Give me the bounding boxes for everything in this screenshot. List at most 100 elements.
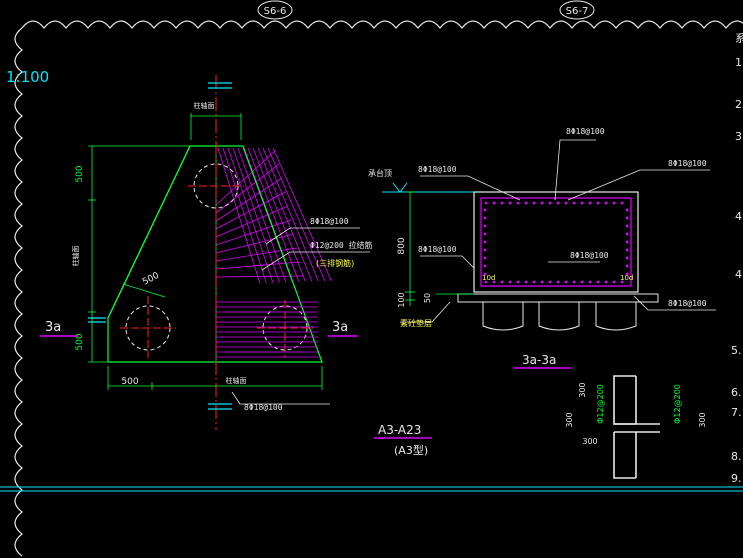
pile-cap-outline [473, 191, 639, 293]
rebar-dot [516, 280, 520, 284]
rebar-dot [620, 280, 624, 284]
rebar-dot [548, 280, 552, 284]
note-6: 6. [731, 386, 742, 399]
section-bar-left-upper: 8Φ18@100 [418, 165, 457, 174]
piles [482, 302, 637, 331]
rebar-dot [580, 201, 584, 205]
section-bar-bottom-right: 8Φ18@100 [668, 299, 707, 308]
rebar-dot [588, 201, 592, 205]
rebar-dot [492, 280, 496, 284]
section-mark-left: 3a [45, 320, 61, 335]
grid-label-right: S6-7 [566, 6, 589, 17]
note-4b: 4 [735, 268, 742, 281]
rebar-dot [625, 264, 629, 268]
pile-label: 素砼垫层 [400, 318, 432, 328]
note-1: 1. [735, 56, 743, 69]
section-dim-lines [405, 191, 474, 306]
rebar-dot [484, 201, 488, 205]
stirrup-dim-right: 300 [698, 412, 707, 427]
rebar-dot [524, 201, 528, 205]
section-title: 3a-3a [522, 353, 556, 367]
hatch-line [272, 147, 332, 282]
rebar-dot [625, 208, 629, 212]
rebar-dot [516, 201, 520, 205]
rebar-dot [596, 280, 600, 284]
section-leaders [400, 139, 716, 323]
rebar-dot [564, 280, 568, 284]
rebar-dot [612, 201, 616, 205]
rebar-dot [556, 201, 560, 205]
rebar-dot [483, 216, 487, 220]
rebar-dot [532, 201, 536, 205]
rebar-dot [564, 201, 568, 205]
hatch-line [227, 147, 274, 283]
section-bar-inner-bottom: 8Φ18@100 [570, 251, 609, 260]
hatch-line [222, 147, 267, 284]
scale-label: 1:100 [6, 68, 49, 86]
rebar-dot [625, 272, 629, 276]
rebar-dot [483, 264, 487, 268]
dim-bottom-500: 500 [75, 333, 85, 350]
stirrup-dim-top: 300 [578, 382, 587, 397]
stirrup-bar-right: Φ12@200 [673, 384, 682, 424]
rebar-dot [625, 216, 629, 220]
rebar-dot [596, 201, 600, 205]
bar-mid-label: Φ12@200 拉结筋 [310, 240, 373, 250]
hatch-cross-line [215, 219, 292, 246]
hatch-cross-line [215, 149, 277, 206]
grid-label-left: S6-6 [264, 6, 287, 17]
hatch-line [247, 147, 300, 282]
title-sub: (A3型) [394, 443, 428, 457]
rebar-dot [508, 280, 512, 284]
hatch-line [257, 147, 313, 282]
rebar-dot [483, 208, 487, 212]
note-7: 7. [731, 406, 742, 419]
rebar-dot [580, 280, 584, 284]
rebar-hatching [215, 147, 332, 284]
leader-lines [231, 227, 370, 405]
hatch-cross-line [215, 205, 289, 238]
section-bar-left-lower: 8Φ18@100 [418, 245, 457, 254]
note-5: 5. [731, 344, 742, 357]
rebar-dot [548, 201, 552, 205]
stirrup-shape [613, 375, 660, 479]
note-0: 系 [735, 32, 743, 45]
section-mark-right: 3a [332, 320, 348, 335]
rebar-dot [588, 280, 592, 284]
hatch-cross-line [215, 233, 295, 254]
pier-plan-view: 500 500 500 500 柱轴面 柱轴面 柱轴面 8Φ18@100 Φ12… [40, 75, 373, 430]
note-4: 4. [735, 210, 743, 223]
stirrup-dim-bottom: 300 [582, 437, 597, 446]
hatch-cross-line [215, 247, 298, 262]
rebar-dot [483, 248, 487, 252]
grid-bubble-right: S6-7 [559, 0, 595, 20]
rebar-dot [604, 201, 608, 205]
rebar-dot [620, 201, 624, 205]
rebar-dot [524, 280, 528, 284]
bar-mid-note: (三排钢筋) [316, 258, 354, 268]
rebar-dot [604, 280, 608, 284]
rebar-dot [483, 232, 487, 236]
hatch-line [262, 147, 319, 282]
right-notes: 系 1. 2. 3. 4. 4 5. 6. 7. 8. 9. [731, 32, 743, 485]
section-bar-top-right: 8Φ18@100 [668, 159, 707, 168]
label-side-face: 柱轴面 [71, 246, 80, 267]
bar-bottom-label: 8Φ18@100 [244, 403, 283, 412]
note-3: 3. [735, 130, 743, 143]
rebar-dot [625, 240, 629, 244]
rebar-dot [625, 232, 629, 236]
hatch-line [217, 147, 261, 284]
dim-100: 100 [397, 292, 406, 307]
section-bar-top: 8Φ18@100 [566, 127, 605, 136]
rebar-dot [500, 280, 504, 284]
rebar-dot [625, 224, 629, 228]
dim-800: 800 [397, 237, 407, 254]
cushion-layer [457, 293, 659, 303]
note-2: 2. [735, 98, 743, 111]
label-top-face: 柱轴面 [194, 101, 215, 110]
bottom-bar-hatch [216, 301, 318, 358]
ground-symbol [392, 182, 408, 193]
hatch-line [232, 147, 280, 283]
